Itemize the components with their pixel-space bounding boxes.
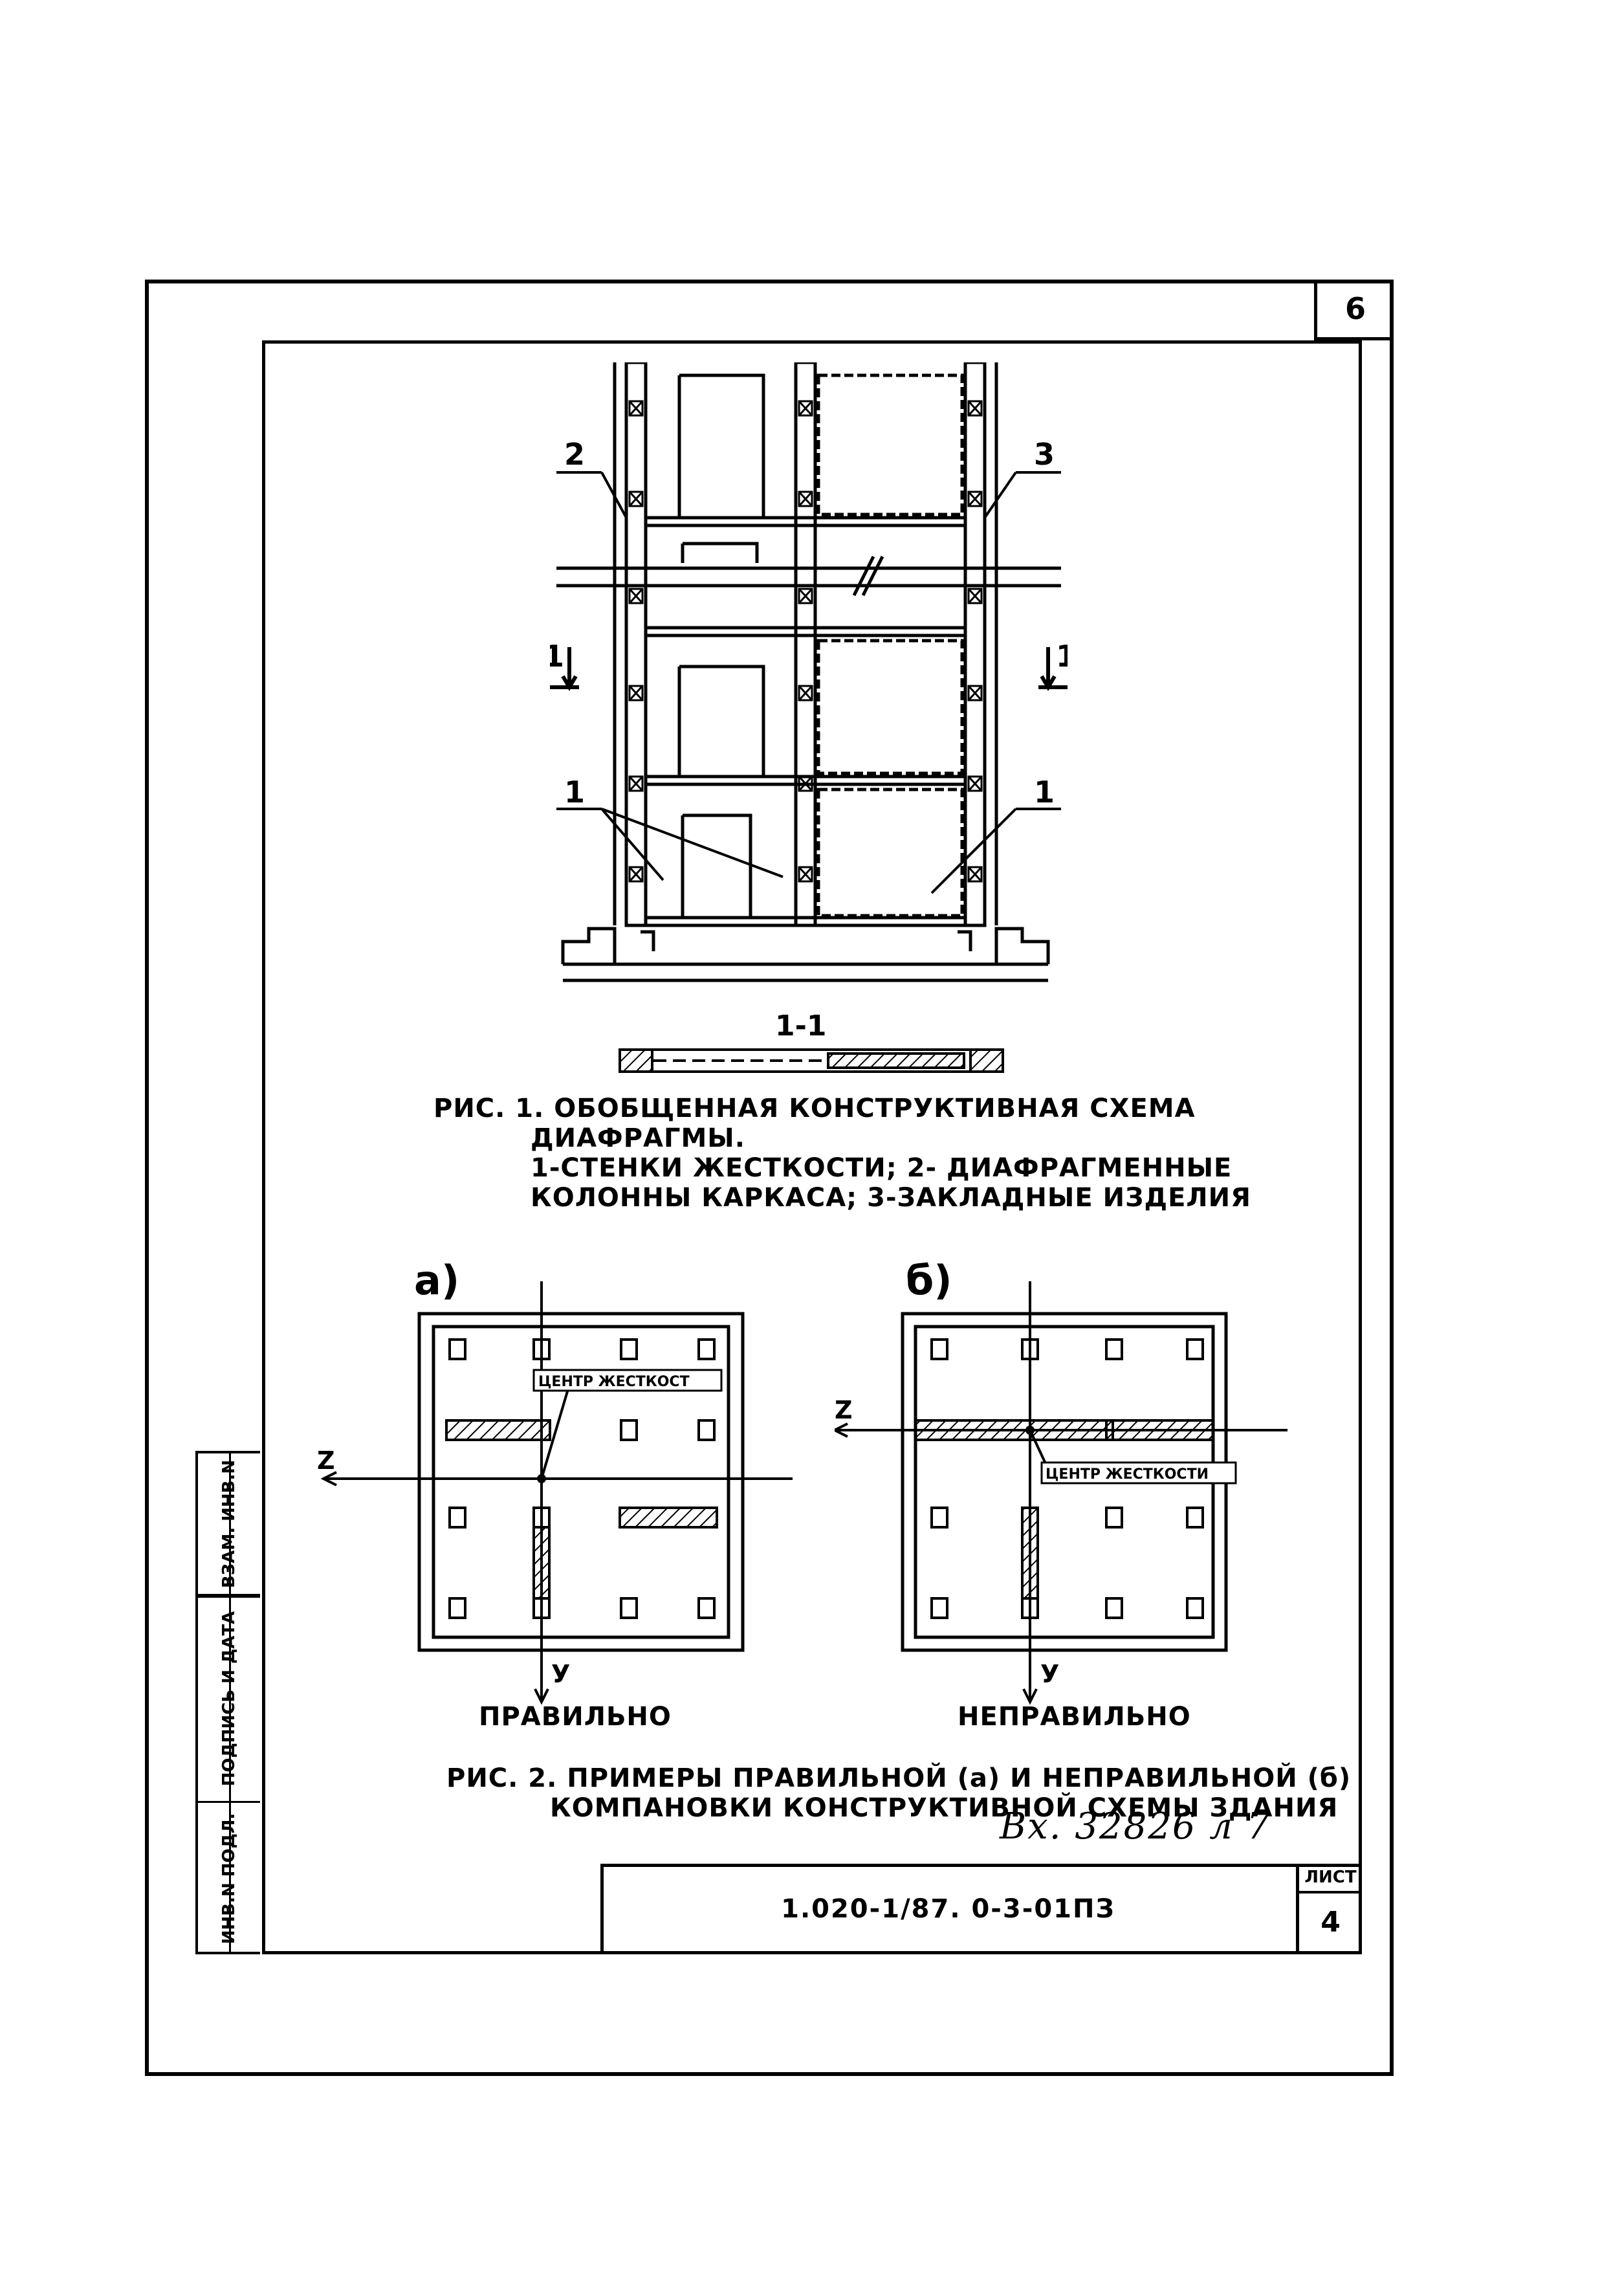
fig1-caption-line-3: 1-СТЕНКИ ЖЕСТКОСТИ; 2- ДИАФРАГМЕННЫЕ [531, 1153, 1233, 1183]
fig1-caption-line-4: КОЛОННЫ КАРКАСА; 3-ЗАКЛАДНЫЕ ИЗДЕЛИЯ [531, 1183, 1251, 1213]
inner-frame [262, 340, 1362, 1954]
fig2a-plan: а) ЦЕНТР ЖЕСТКОСТ Z У [317, 1257, 793, 1705]
callout-1-left: 1 [564, 775, 585, 810]
break-lines [556, 555, 1061, 597]
section-1-1-strip [619, 1048, 1004, 1073]
stamp-cell-replace: ВЗАМ. ИНВ.N [198, 1453, 260, 1596]
fig2a-axis-y: У [551, 1660, 570, 1688]
fig2a-outline [417, 1312, 745, 1652]
stamp-cell-signature: ПОДПИСЬ И ДАТА [198, 1596, 260, 1803]
callout-2: 2 [564, 437, 585, 472]
fig2b-plan: б) ЦЕНТР ЖЕСТКОСТИ Z У [835, 1257, 1288, 1705]
section-marks [550, 647, 1068, 691]
sheet-label: ЛИСТ [1299, 1864, 1362, 1893]
stamp-cell-inventory-text: ИНВ.N ПОДЛ. [219, 1813, 239, 1945]
fig2b-stiffness-walls [914, 1419, 1214, 1600]
foundation [561, 927, 1050, 982]
diaphragm-columns [613, 362, 998, 927]
floor-slabs [646, 516, 965, 927]
callout-leaders [556, 471, 1061, 894]
stamp-cell-signature-text: ПОДПИСЬ И ДАТА [219, 1611, 239, 1786]
section-title: 1-1 [775, 1010, 827, 1043]
stamp-cell-replace-text: ВЗАМ. ИНВ.N [219, 1459, 239, 1588]
fig2a-axis-z: Z [317, 1446, 335, 1475]
fig2b-axes [835, 1281, 1288, 1705]
document-code: 1.020-1/87. 0-3-01ПЗ [781, 1894, 1115, 1924]
fig2a-stiffness-walls [445, 1419, 718, 1600]
section-mark-right: 1 [1056, 639, 1068, 674]
outer-frame [145, 280, 1394, 2076]
fig2-caption: РИС. 2. ПРИМЕРЫ ПРАВИЛЬНОЙ (а) И НЕПРАВИ… [446, 1763, 1351, 1823]
fig2b-axis-z: Z [835, 1396, 853, 1424]
fig2a-letter: а) [414, 1257, 459, 1304]
fig2b-columns [930, 1338, 1204, 1619]
stamp-cell-inventory: ИНВ.N ПОДЛ. [198, 1803, 260, 1954]
sheet-box: ЛИСТ 4 [1296, 1864, 1362, 1954]
embedded-parts [628, 400, 983, 883]
fig2b-axis-y: У [1040, 1660, 1059, 1688]
fig2a-axes [320, 1281, 793, 1705]
fig1-caption: РИС. 1. ОБОБЩЕННАЯ КОНСТРУКТИВНАЯ СХЕМА … [433, 1094, 1251, 1213]
inbound-number: Вх. 32826 л 7 [1000, 1805, 1271, 1848]
sheet-corner-number: 6 [1314, 280, 1394, 340]
fig2a-verdict: ПРАВИЛЬНО [479, 1702, 672, 1732]
fig2b-center-label: ЦЕНТР ЖЕСТКОСТИ [1046, 1466, 1209, 1483]
right-bay-panels [816, 373, 964, 918]
title-block [600, 1864, 1362, 1954]
fig2a-center-label: ЦЕНТР ЖЕСТКОСТ [538, 1374, 690, 1390]
sheet-number: 4 [1321, 1906, 1341, 1939]
fig2-caption-line-1: РИС. 2. ПРИМЕРЫ ПРАВИЛЬНОЙ (а) И НЕПРАВИ… [446, 1763, 1352, 1793]
stamp-cell-blank [198, 1596, 260, 1598]
fig1-caption-line-2: ДИАФРАГМЫ. [531, 1123, 745, 1153]
fig2b-letter: б) [906, 1257, 952, 1304]
fig1-diaphragm-elevation: 2 3 1 1 1 1 1-1 [550, 362, 1068, 1073]
fig1-caption-line-1: РИС. 1. ОБОБЩЕННАЯ КОНСТРУКТИВНАЯ СХЕМА [433, 1094, 1196, 1123]
left-bay-walls [644, 373, 765, 919]
section-mark-left: 1 [550, 639, 564, 674]
callout-3: 3 [1034, 437, 1055, 472]
callout-1-right: 1 [1034, 775, 1055, 810]
side-stamp: ВЗАМ. ИНВ.N ПОДПИСЬ И ДАТА ИНВ.N ПОДЛ. [195, 1451, 260, 1954]
fig2b-verdict: НЕПРАВИЛЬНО [958, 1702, 1191, 1732]
fig2-caption-line-2: КОМПАНОВКИ КОНСТРУКТИВНОЙ СХЕМЫ ЗДАНИЯ [550, 1793, 1339, 1823]
